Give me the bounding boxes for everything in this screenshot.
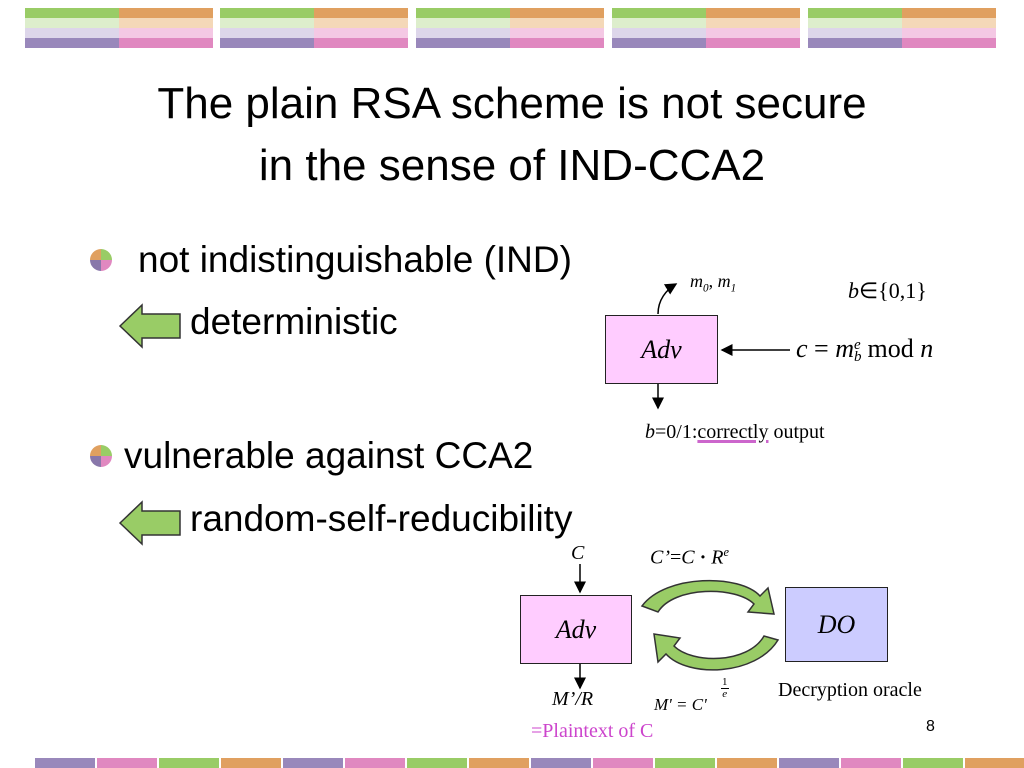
header-decor-block — [808, 8, 996, 48]
bullet-2-text: vulnerable against CCA2 — [124, 435, 534, 476]
header-decor-block — [612, 8, 800, 48]
diagram2-decryption-oracle-box: DO — [785, 587, 888, 662]
header-decor-block — [220, 8, 408, 48]
left-arrow-icon — [118, 303, 181, 349]
diagram2-adv-box: Adv — [520, 595, 632, 664]
diagram2-input-c: C — [571, 542, 585, 564]
diagram1-adv-box: Adv — [605, 315, 718, 384]
exchange-arrows-icon — [640, 579, 780, 671]
bullet-icon — [90, 445, 112, 467]
bullet-1-text: not indistinguishable (IND) — [138, 239, 572, 280]
diagram2-output-label: M’/R — [552, 688, 594, 710]
diagram2-mprime-formula: M' = C' 1 e — [654, 676, 729, 714]
plaintext-caption: =Plaintext of C — [531, 720, 654, 742]
header-decor-block — [25, 8, 213, 48]
diagram1-messages-label: m0, m1 — [690, 271, 737, 295]
left-arrow-icon — [118, 500, 181, 546]
header-decor-block — [416, 8, 604, 48]
bullet-2-subtext: random-self-reducibility — [190, 498, 573, 539]
page-number: 8 — [926, 718, 935, 735]
diagram1-b-set-label: b∈{0,1} — [848, 278, 927, 303]
decryption-oracle-caption: Decryption oracle — [778, 679, 922, 701]
bullet-1-subtext: deterministic — [190, 301, 398, 342]
slide-title-line-1: The plain RSA scheme is not secure — [157, 79, 867, 128]
header-decor-strip — [0, 8, 1024, 48]
diagram1-output-label: b=0/1:correctly output — [645, 421, 825, 443]
slide-title-line-2: in the sense of IND-CCA2 — [258, 141, 766, 190]
footer-decor-strip — [0, 758, 1024, 768]
bullet-icon — [90, 249, 112, 271]
diagram2-cprime-formula: C’=C · Re — [650, 545, 730, 569]
